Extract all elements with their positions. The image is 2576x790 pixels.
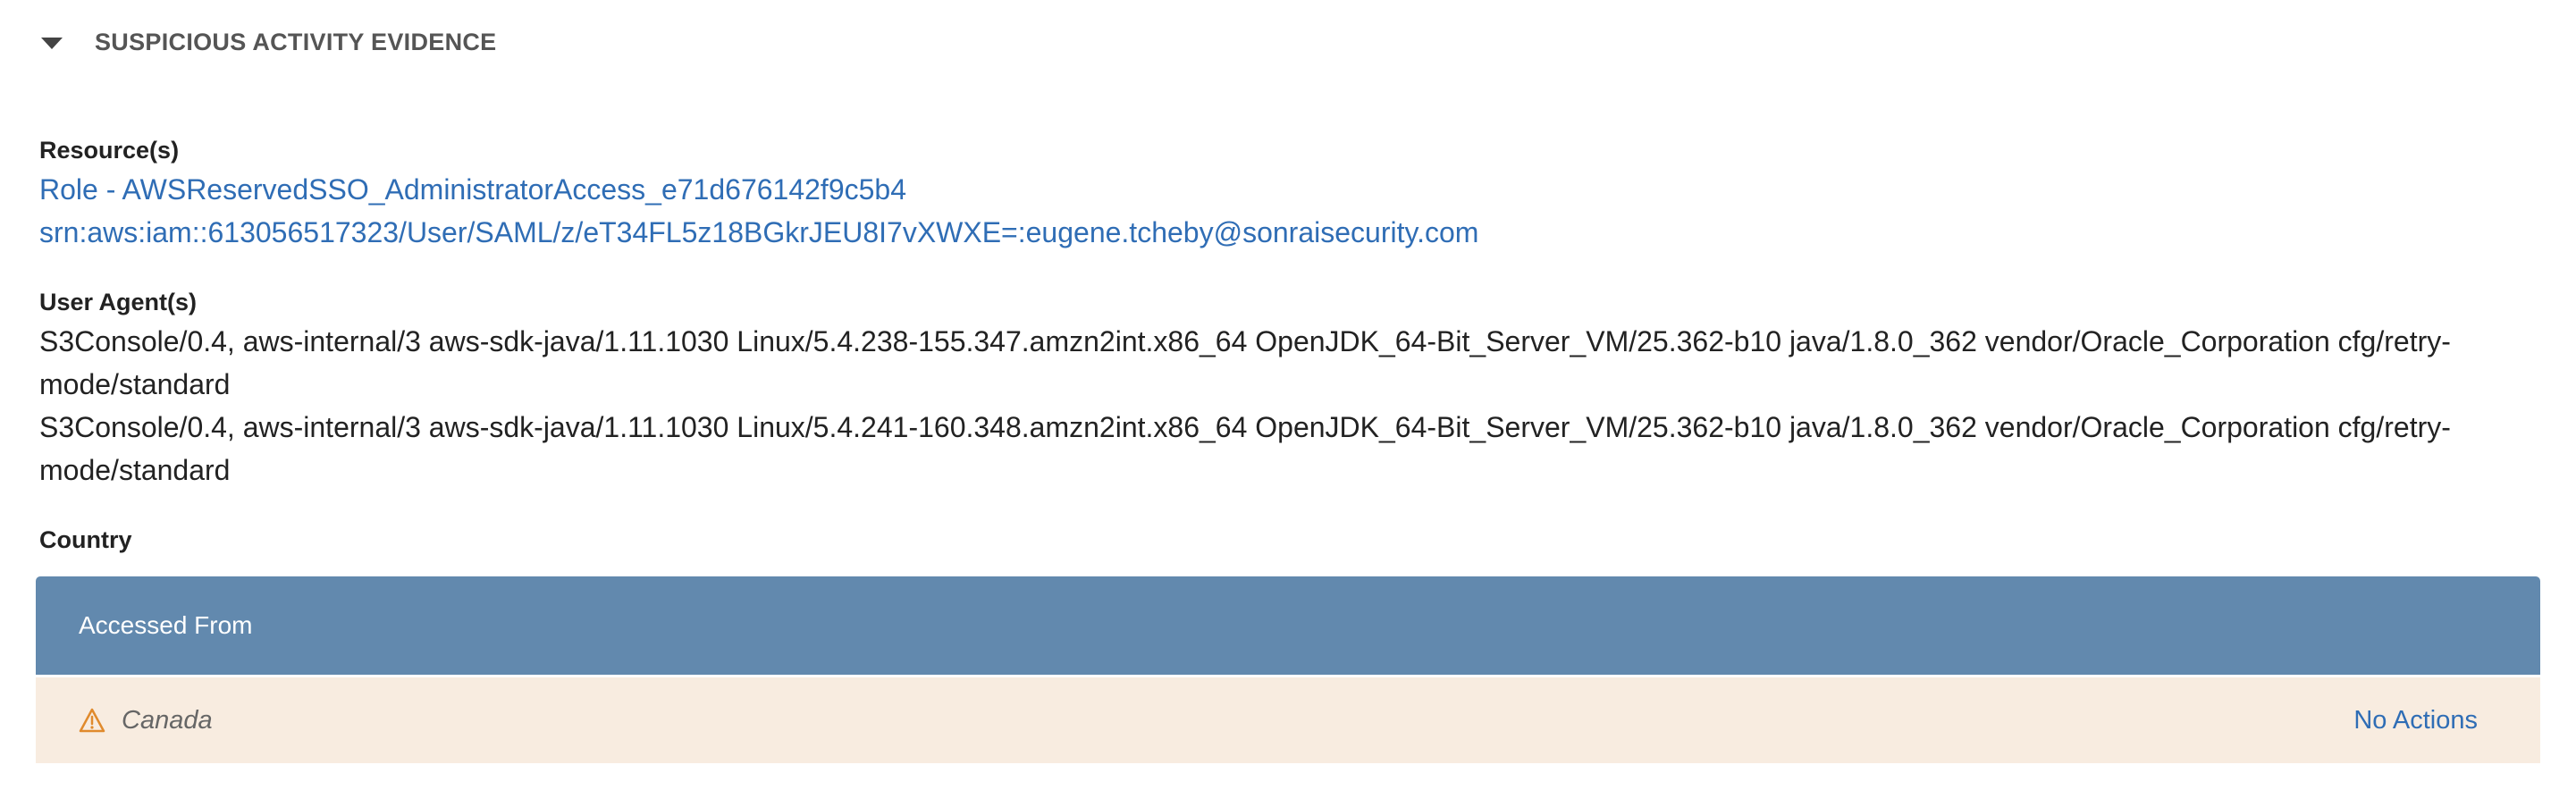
caret-down-icon bbox=[41, 37, 63, 49]
country-block: Country bbox=[39, 522, 2542, 558]
evidence-content: Resource(s) Role - AWSReservedSSO_Admini… bbox=[39, 132, 2542, 558]
user-agent-item: S3Console/0.4, aws-internal/3 aws-sdk-ja… bbox=[39, 325, 2451, 400]
table-row: Canada No Actions bbox=[36, 677, 2540, 763]
no-actions-link[interactable]: No Actions bbox=[2353, 705, 2478, 735]
user-agents-block: User Agent(s) S3Console/0.4, aws-interna… bbox=[39, 284, 2542, 492]
resource-link-role[interactable]: Role - AWSReservedSSO_AdministratorAcces… bbox=[39, 173, 906, 206]
section-toggle[interactable]: SUSPICIOUS ACTIVITY EVIDENCE bbox=[41, 23, 496, 61]
resources-block: Resource(s) Role - AWSReservedSSO_Admini… bbox=[39, 132, 2542, 254]
country-table: Accessed From Canada No Actions bbox=[36, 576, 2540, 763]
resource-link-user[interactable]: srn:aws:iam::613056517323/User/SAML/z/eT… bbox=[39, 216, 1479, 248]
country-value: Canada bbox=[122, 705, 213, 735]
column-header-accessed-from: Accessed From bbox=[79, 611, 253, 639]
table-header: Accessed From bbox=[36, 576, 2540, 675]
user-agents-label: User Agent(s) bbox=[39, 289, 198, 315]
resources-label: Resource(s) bbox=[39, 137, 180, 164]
country-label: Country bbox=[39, 526, 132, 553]
warning-triangle-icon bbox=[79, 707, 107, 734]
section-title: SUSPICIOUS ACTIVITY EVIDENCE bbox=[95, 28, 497, 55]
user-agent-item: S3Console/0.4, aws-internal/3 aws-sdk-ja… bbox=[39, 411, 2451, 486]
